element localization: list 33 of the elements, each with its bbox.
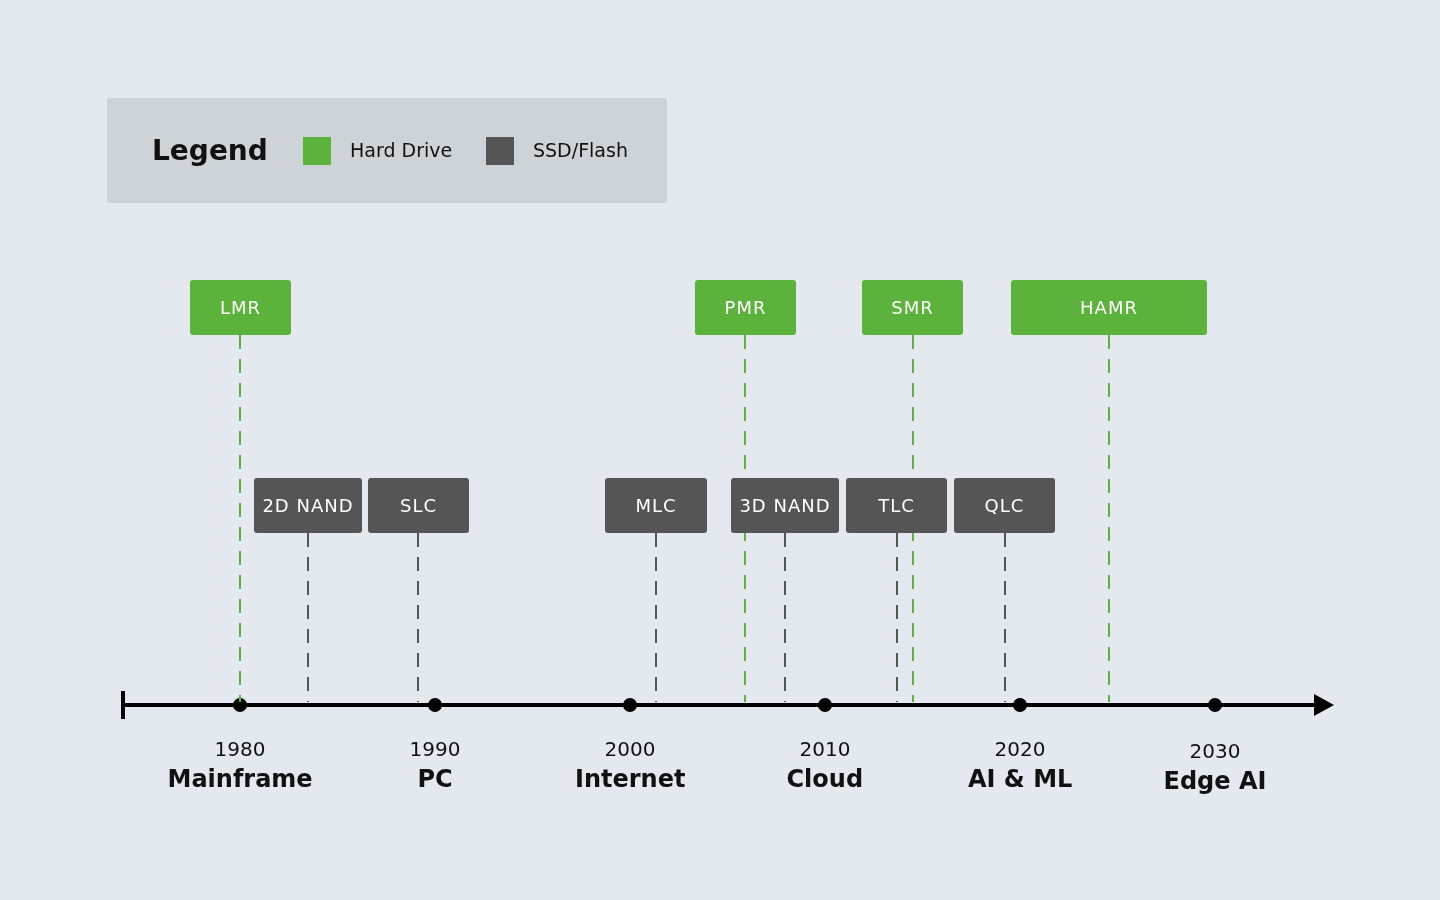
era-label: Mainframe — [167, 765, 313, 793]
year-label: 1990 — [409, 737, 461, 761]
leader-line — [1108, 334, 1110, 703]
technology-box: 3D NAND — [731, 478, 839, 533]
technology-box: SMR — [862, 280, 963, 335]
leader-line — [655, 532, 657, 703]
technology-box: LMR — [190, 280, 291, 335]
technology-box: PMR — [695, 280, 796, 335]
era-label: Edge AI — [1163, 767, 1267, 795]
year-label: 2030 — [1189, 739, 1241, 763]
era-label: Cloud — [786, 765, 864, 793]
year-label: 2010 — [799, 737, 851, 761]
leader-line — [417, 532, 419, 703]
legend-title: Legend — [152, 134, 268, 167]
leader-line — [784, 532, 786, 703]
technology-box: MLC — [605, 478, 707, 533]
leader-line — [896, 532, 898, 703]
legend-label: Hard Drive — [350, 139, 453, 161]
technology-box: 2D NAND — [254, 478, 362, 533]
leader-line — [1004, 532, 1006, 703]
year-label: 2000 — [604, 737, 656, 761]
technology-box: SLC — [368, 478, 469, 533]
leader-line — [239, 334, 241, 703]
technology-box: QLC — [954, 478, 1055, 533]
year-label: 1980 — [214, 737, 266, 761]
technology-box: TLC — [846, 478, 947, 533]
legend-label: SSD/Flash — [533, 139, 628, 161]
leader-line — [307, 532, 309, 703]
era-label: PC — [417, 765, 453, 793]
year-label: 2020 — [994, 737, 1046, 761]
technology-box: HAMR — [1011, 280, 1207, 335]
era-label: Internet — [575, 765, 686, 793]
era-label: AI & ML — [968, 765, 1073, 793]
